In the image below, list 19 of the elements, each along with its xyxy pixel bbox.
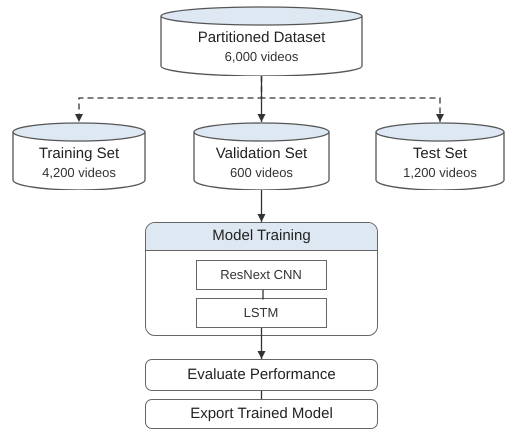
panel-title: Model Training [212, 226, 311, 246]
process-box: Export Trained Model [145, 399, 378, 429]
model-layer-box: ResNext CNN [196, 260, 326, 290]
process-box: Evaluate Performance [145, 359, 378, 391]
model-training-panel [145, 222, 378, 336]
dataset-title: Test Set [412, 144, 468, 164]
arrow [258, 190, 266, 222]
video-count: 4,200 videos [42, 164, 116, 182]
arrow [258, 328, 266, 359]
video-count: 1,200 videos [403, 164, 477, 182]
video-count: 600 videos [230, 164, 293, 182]
connector-line [262, 290, 264, 300]
dataset-title: Partitioned Dataset [198, 28, 326, 48]
dataset-title: Validation Set [216, 144, 308, 164]
dataset-title: Training Set [38, 144, 120, 164]
video-count: 6,000 videos [224, 48, 298, 66]
arrow [260, 76, 444, 122]
connector-line [260, 391, 262, 399]
model-layer-box: LSTM [196, 298, 326, 328]
